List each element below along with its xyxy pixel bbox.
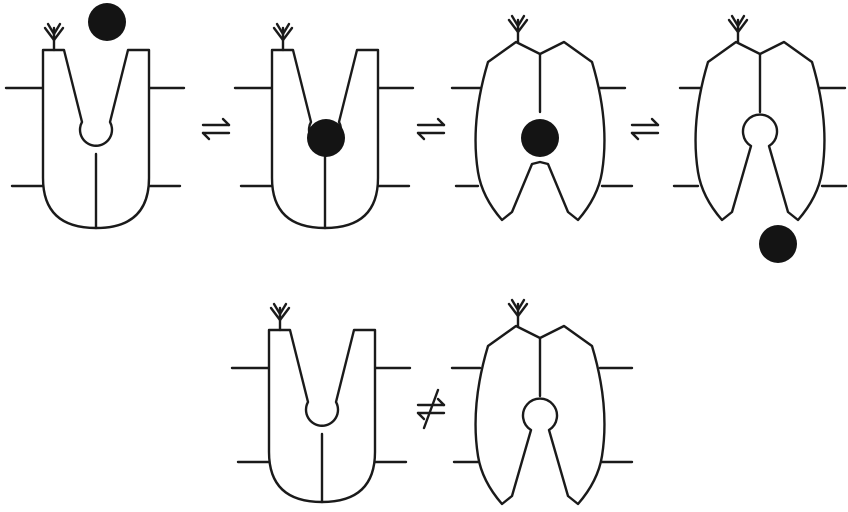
transporter-1 (6, 24, 184, 228)
antenna-icon (729, 16, 747, 42)
antenna-icon (274, 24, 292, 50)
transporter-2 (235, 24, 413, 228)
transporter-body (476, 326, 605, 504)
equilibrium-arrow-2 (418, 119, 444, 139)
ligand-outside (88, 3, 126, 41)
transporter-body (696, 42, 825, 220)
ligand-released (759, 225, 797, 263)
transporter-6 (452, 300, 632, 504)
transporter-3 (452, 16, 632, 220)
antenna-icon (509, 300, 527, 326)
transporter-4 (674, 16, 846, 220)
ligand-bound (521, 119, 559, 157)
antenna-icon (45, 24, 63, 50)
equilibrium-arrow-1 (203, 119, 229, 139)
antenna-icon (509, 16, 527, 42)
ligand-bound (307, 119, 345, 157)
blocked-equilibrium-arrow (418, 390, 444, 428)
antenna-icon (271, 304, 289, 330)
equilibrium-arrow-3 (632, 119, 658, 139)
transporter-5 (232, 304, 410, 502)
block-slash (424, 390, 438, 428)
